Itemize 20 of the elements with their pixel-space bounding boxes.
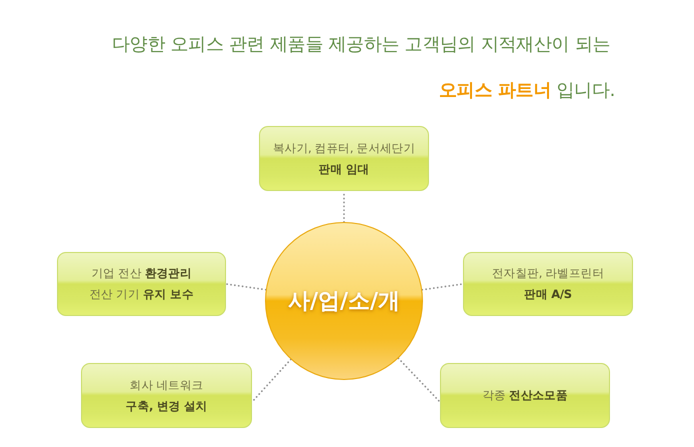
service-card xyxy=(259,126,429,191)
service-card xyxy=(463,252,633,316)
service-text: 판매 임대 xyxy=(318,160,370,178)
service-card xyxy=(57,252,226,316)
service-text: 판매 A/S xyxy=(524,286,572,303)
service-text: 기업 전산 환경관리 xyxy=(91,265,192,282)
service-text: 전자칠판, 라벨프린터 xyxy=(492,265,604,282)
service-text: 복사기, 컴퓨터, 문서세단기 xyxy=(272,140,416,156)
service-card xyxy=(440,363,610,428)
heading: 다양한 오피스 관련 제품들 제공하는 고객님의 지적재산이 되는 오피스 파트너 입니다. xyxy=(112,33,615,103)
dotted-connector xyxy=(421,283,464,291)
dotted-connector xyxy=(251,358,292,403)
dotted-connector xyxy=(398,357,441,403)
service-text: 전산 기기 유지 보수 xyxy=(89,286,194,303)
service-card xyxy=(81,363,252,428)
service-text: 구축, 변경 설치 xyxy=(126,398,208,414)
dotted-connector xyxy=(225,283,267,291)
circle-title: 사/업/소/개 xyxy=(288,288,400,316)
service-text: 회사 네트워크 xyxy=(130,376,204,394)
service-text: 각종 전산소모품 xyxy=(482,387,568,404)
